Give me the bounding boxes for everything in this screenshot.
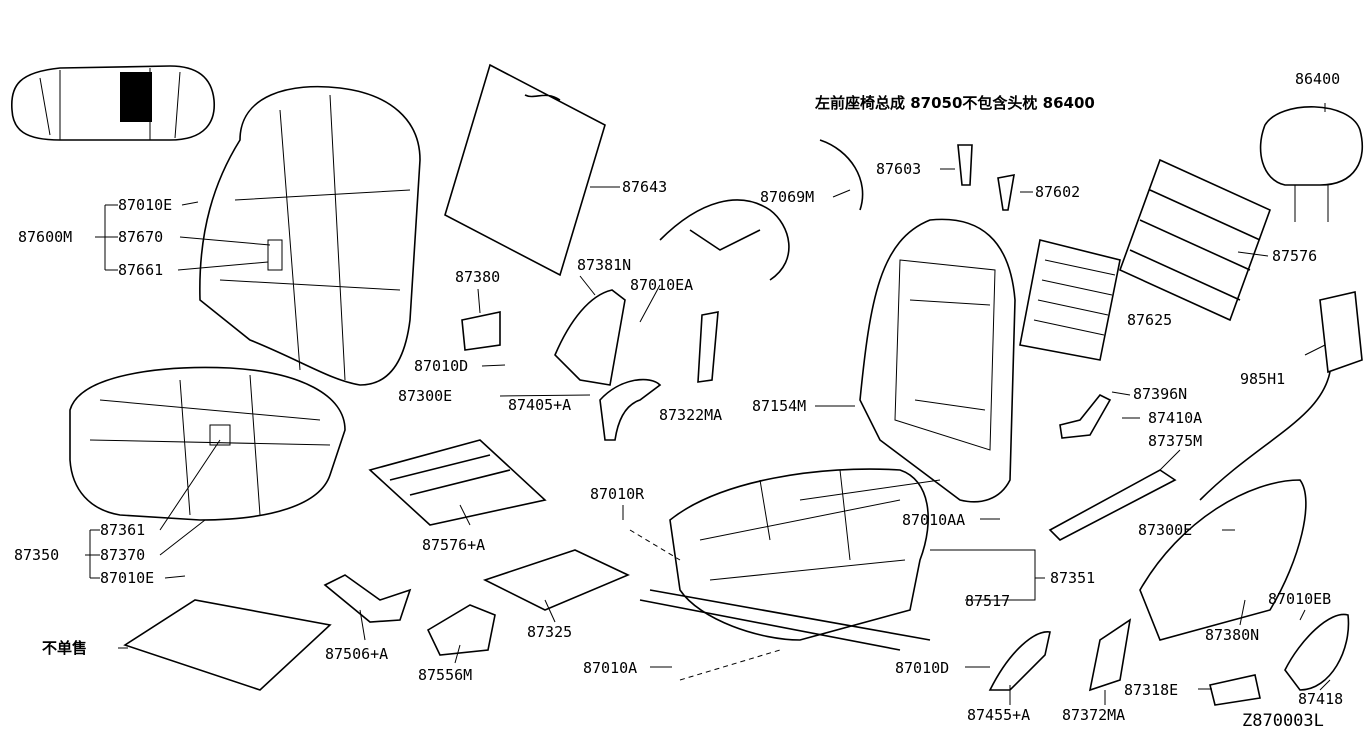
cable-87322MA-drawing xyxy=(697,311,719,383)
label-87556M[interactable]: 87556M xyxy=(418,666,473,684)
seat-cushion-cover-drawing xyxy=(69,366,346,521)
label-87506A[interactable]: 87506+A xyxy=(325,645,389,663)
label-87418[interactable]: 87418 xyxy=(1298,690,1344,708)
recliner-knob-drawing xyxy=(1284,613,1350,691)
label-87372MA[interactable]: 87372MA xyxy=(1062,706,1126,724)
lever-87372MA-drawing xyxy=(1088,618,1132,692)
car-locator-icon xyxy=(10,65,215,141)
label-87600M[interactable]: 87600M xyxy=(18,228,73,246)
mat-not-sold-drawing xyxy=(123,599,332,691)
label-87576-right[interactable]: 87576 xyxy=(1272,247,1318,265)
label-87670[interactable]: 87670 xyxy=(118,228,164,246)
back-board-drawing xyxy=(444,63,606,277)
trim-87405-drawing xyxy=(599,378,662,441)
label-87517[interactable]: 87517 xyxy=(965,592,1011,610)
heater-87325-drawing xyxy=(482,549,630,611)
side-shield-drawing xyxy=(1139,479,1307,641)
label-87361[interactable]: 87361 xyxy=(100,521,146,539)
recliner-cover-87455A-drawing xyxy=(988,631,1051,691)
side-airbag-drawing xyxy=(1199,291,1363,501)
label-87010R[interactable]: 87010R xyxy=(590,485,645,503)
headrest-drawing xyxy=(1259,106,1364,222)
label-87643[interactable]: 87643 xyxy=(622,178,668,196)
label-87300E-right[interactable]: 87300E xyxy=(1138,521,1193,539)
diagram-code: Z870003L xyxy=(1242,711,1324,731)
label-87010AA[interactable]: 87010AA xyxy=(902,511,966,529)
label-87154M[interactable]: 87154M xyxy=(752,397,807,415)
label-87010D-left[interactable]: 87010D xyxy=(414,357,469,375)
bracket-87380-drawing xyxy=(461,311,501,351)
label-87576A[interactable]: 87576+A xyxy=(422,536,486,554)
label-985H1[interactable]: 985H1 xyxy=(1240,370,1286,388)
assembly-note: 左前座椅总成 87050不包含头枕 86400 xyxy=(815,94,1095,112)
label-87603[interactable]: 87603 xyxy=(876,160,922,178)
label-87661[interactable]: 87661 xyxy=(118,261,164,279)
label-87625[interactable]: 87625 xyxy=(1127,311,1173,329)
clip-87602-drawing xyxy=(997,174,1015,211)
seat-back-frame-drawing xyxy=(859,218,1016,503)
label-87380[interactable]: 87380 xyxy=(455,268,501,286)
lever-87318E-drawing xyxy=(1209,674,1261,706)
switch-87603-drawing xyxy=(957,144,973,186)
label-87318E[interactable]: 87318E xyxy=(1124,681,1179,699)
label-87325[interactable]: 87325 xyxy=(527,623,573,641)
lumbar-support-drawing xyxy=(1019,239,1121,361)
label-87010E-top[interactable]: 87010E xyxy=(118,196,173,214)
label-86400[interactable]: 86400 xyxy=(1295,70,1341,88)
label-87405A[interactable]: 87405+A xyxy=(508,396,572,414)
label-87380N[interactable]: 87380N xyxy=(1205,626,1260,644)
rail-87375M-drawing xyxy=(1048,469,1177,541)
label-87370[interactable]: 87370 xyxy=(100,546,146,564)
label-87322MA[interactable]: 87322MA xyxy=(659,406,723,424)
label-87396N[interactable]: 87396N xyxy=(1133,385,1188,403)
label-87010A[interactable]: 87010A xyxy=(583,659,638,677)
label-87069M[interactable]: 87069M xyxy=(760,188,815,206)
label-87350[interactable]: 87350 xyxy=(14,546,60,564)
seat-cushion-frame-drawing xyxy=(669,468,929,641)
label-87010D-bottom[interactable]: 87010D xyxy=(895,659,950,677)
label-87602[interactable]: 87602 xyxy=(1035,183,1081,201)
label-87375M[interactable]: 87375M xyxy=(1148,432,1203,450)
label-87010EA[interactable]: 87010EA xyxy=(630,276,694,294)
label-87410A[interactable]: 87410A xyxy=(1148,409,1203,427)
spring-87576A-drawing xyxy=(368,439,547,526)
wire-harness-drawing xyxy=(659,139,864,281)
bracket-87396N-drawing xyxy=(1059,393,1112,439)
label-87010EB[interactable]: 87010EB xyxy=(1268,590,1332,608)
seat-back-cover-drawing xyxy=(199,85,421,386)
leader-lines xyxy=(85,103,1331,705)
trim-87381N-drawing xyxy=(554,289,626,386)
label-87010E-bottom[interactable]: 87010E xyxy=(100,569,155,587)
seat-back-spring-drawing xyxy=(1118,158,1272,322)
bracket-87506A-drawing xyxy=(323,574,412,623)
label-87300E-left[interactable]: 87300E xyxy=(398,387,453,405)
label-87455A[interactable]: 87455+A xyxy=(967,706,1031,724)
bracket-87556M-drawing xyxy=(426,604,496,656)
label-87351[interactable]: 87351 xyxy=(1050,569,1096,587)
label-87381N[interactable]: 87381N xyxy=(577,256,632,274)
not-sold-note: 不单售 xyxy=(42,639,88,657)
